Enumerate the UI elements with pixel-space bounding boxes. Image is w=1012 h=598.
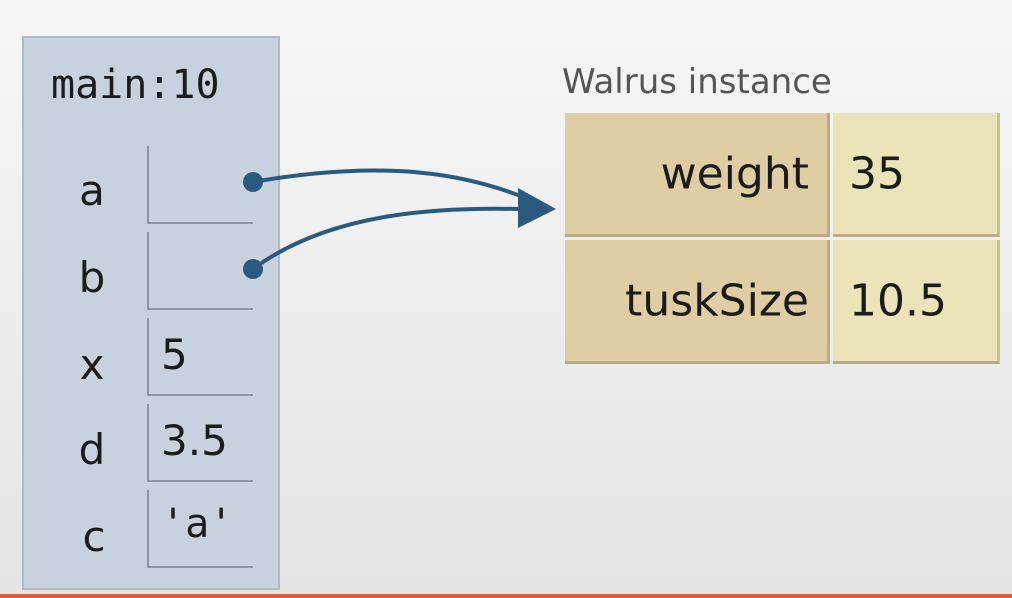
- field-name-weight: weight: [660, 148, 809, 199]
- variable-name-x: x: [79, 340, 105, 389]
- stack-frame-panel: main:10 a b x 5 d 3.5 c 'a': [22, 36, 280, 590]
- arrowhead-icon: [518, 188, 556, 228]
- variable-box-d: 3.5: [147, 404, 253, 482]
- stack-frame-title: main:10: [51, 62, 220, 108]
- arrow-b-to-instance: [251, 206, 550, 271]
- field-value-cell-tusksize: 10.5: [833, 240, 1000, 364]
- object-label: Walrus instance: [562, 62, 832, 102]
- variable-box-c: 'a': [147, 490, 253, 568]
- variable-box-b: [147, 232, 253, 310]
- field-value-cell-weight: 35: [833, 113, 1000, 237]
- variable-name-a: a: [79, 166, 105, 215]
- variable-value-c: 'a': [161, 501, 234, 547]
- object-field-table: weight 35 tuskSize 10.5: [565, 113, 1000, 368]
- variable-box-x: 5: [147, 318, 253, 396]
- bottom-accent-rule: [0, 594, 1012, 598]
- variable-value-x: 5: [161, 330, 188, 379]
- field-name-tusksize: tuskSize: [625, 275, 809, 326]
- variable-value-d: 3.5: [161, 416, 228, 465]
- arrow-a-to-instance: [251, 168, 550, 210]
- variable-name-c: c: [82, 512, 106, 561]
- variable-name-b: b: [78, 253, 106, 302]
- variable-name-d: d: [78, 425, 106, 474]
- variable-box-a: [147, 146, 253, 224]
- field-name-cell-weight: weight: [565, 113, 830, 237]
- field-name-cell-tusksize: tuskSize: [565, 240, 830, 364]
- field-value-weight: 35: [849, 148, 905, 199]
- field-value-tusksize: 10.5: [849, 275, 947, 326]
